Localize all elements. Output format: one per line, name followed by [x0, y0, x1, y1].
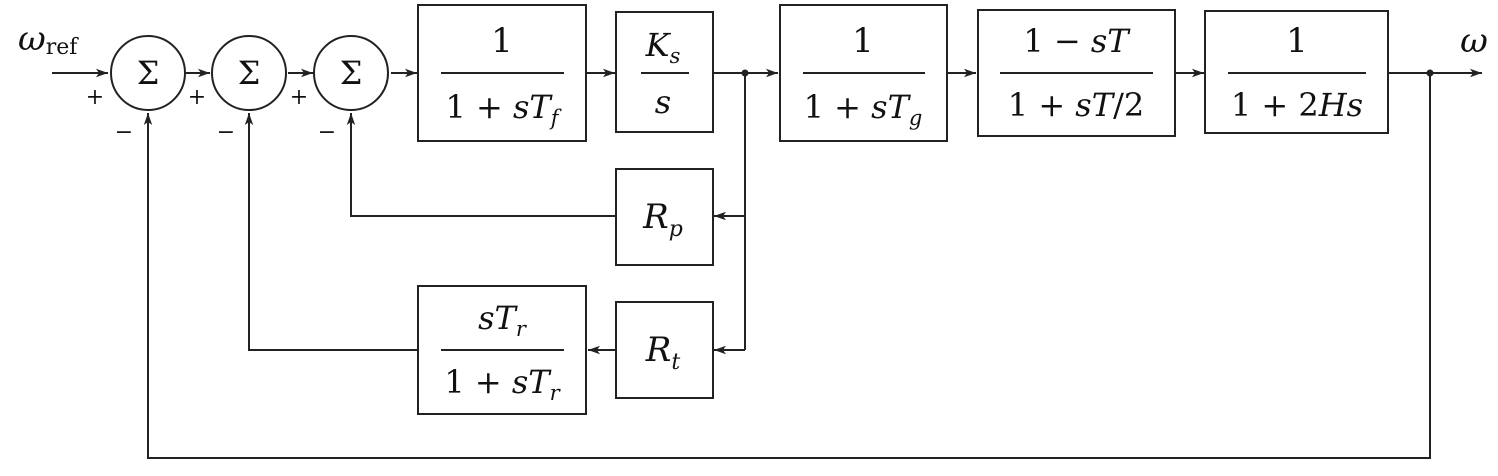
sum-symbol: Σ: [137, 54, 160, 92]
filter-numerator: 1: [491, 21, 513, 61]
integrator-numerator: Ks: [645, 26, 681, 68]
penstock-denominator: 1 + sT/2: [1008, 86, 1144, 124]
junction-signs: + − + − + −: [86, 85, 336, 145]
transient-droop-label: Rt: [645, 330, 681, 375]
minus-sign-3: −: [318, 120, 336, 145]
inertia-numerator: 1: [1286, 21, 1308, 61]
sum-symbol: Σ: [340, 54, 363, 92]
transient-droop-block: Rt: [615, 301, 714, 399]
filter-denominator: 1 + sTf: [445, 88, 561, 130]
summing-junction-1: Σ: [110, 35, 186, 111]
junction-dot-droop: [741, 69, 749, 77]
inertia-denominator: 1 + 2Hs: [1231, 86, 1363, 124]
washout-block: sTr 1 + sTr: [417, 285, 587, 415]
washout-numerator: sTr: [478, 299, 528, 341]
servo-numerator: 1: [852, 21, 874, 61]
wire-rp-feedback: [346, 113, 615, 217]
junction-dot-output: [1426, 69, 1434, 77]
output-signal-label: ω: [1460, 21, 1488, 61]
summing-junction-3: Σ: [313, 35, 389, 111]
plus-sign-1: +: [86, 85, 104, 110]
servo-block: 1 1 + sTg: [779, 4, 948, 142]
permanent-droop-block: Rp: [615, 168, 714, 266]
summing-junction-2: Σ: [211, 35, 287, 111]
plus-sign-3: +: [290, 85, 308, 110]
minus-sign-2: −: [217, 120, 235, 145]
inertia-block: 1 1 + 2Hs: [1204, 10, 1389, 134]
integrator-denominator: s: [655, 83, 671, 121]
plus-sign-2: +: [188, 85, 206, 110]
penstock-numerator: 1 − sT: [1023, 22, 1131, 60]
servo-denominator: 1 + sTg: [804, 88, 923, 130]
permanent-droop-label: Rp: [642, 197, 683, 242]
input-signal-label: ωref: [18, 19, 79, 60]
penstock-block: 1 − sT 1 + sT/2: [977, 9, 1176, 137]
filter-block: 1 1 + sTf: [417, 4, 587, 142]
wire-washout-feedback: [244, 113, 417, 351]
washout-denominator: 1 + sTr: [444, 363, 561, 405]
minus-sign-1: −: [115, 120, 133, 145]
sum-symbol: Σ: [238, 54, 261, 92]
integrator-block: Ks s: [615, 11, 714, 133]
signal-wires: [52, 68, 1482, 459]
wire-speed-feedback: [143, 73, 1431, 459]
